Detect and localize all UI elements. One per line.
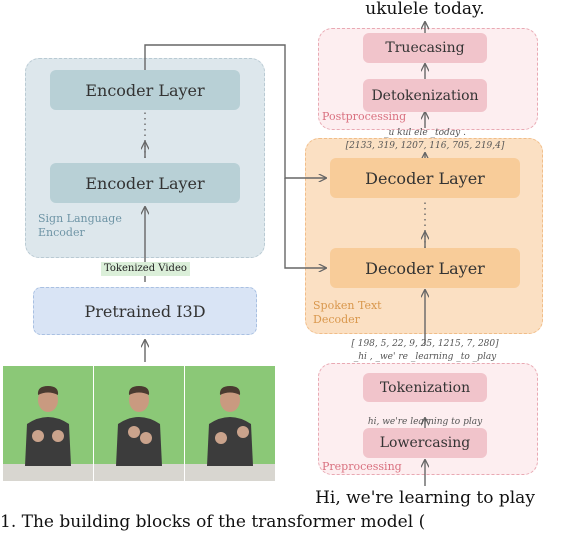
input-token-ids: [ 198, 5, 22, 9, 25, 1215, 7, 280] xyxy=(351,339,499,349)
decoder-layer-top: Decoder Layer xyxy=(330,158,520,198)
spoken-text-decoder-label: Spoken Text Decoder xyxy=(313,299,382,326)
output-subword-tokens: _u kul ele _today . xyxy=(383,128,466,138)
input-sentence: Hi, we're learning to play xyxy=(315,488,535,508)
truecasing-box: Truecasing xyxy=(363,33,487,63)
sign-video-frame-2 xyxy=(94,366,184,481)
tokenized-video-label: Tokenized Video xyxy=(101,262,190,276)
figure-caption: 1. The building blocks of the transforme… xyxy=(0,512,426,532)
postprocessing-label: Postprocessing xyxy=(322,110,407,123)
pretrained-i3d-box: Pretrained I3D xyxy=(33,287,257,335)
sign-language-encoder-label: Sign Language Encoder xyxy=(38,212,122,239)
output-token-ids: [2133, 319, 1207, 116, 705, 219,4] xyxy=(345,141,505,151)
lowercased-text: hi, we're learning to play xyxy=(367,417,483,427)
sign-video-frame-3 xyxy=(185,366,275,481)
encoder-to-decoder-bottom-arrow xyxy=(284,178,326,268)
output-sentence: ukulele today. xyxy=(365,0,485,19)
preprocessing-label: Preprocessing xyxy=(322,460,402,473)
encoder-layer-bottom: Encoder Layer xyxy=(50,163,240,203)
decoder-layer-bottom: Decoder Layer xyxy=(330,248,520,288)
tokenization-box: Tokenization xyxy=(363,373,487,402)
input-subword-tokens: _hi , _we' re _learning _to _play xyxy=(353,352,497,362)
detokenization-box: Detokenization xyxy=(363,79,487,112)
encoder-to-decoder-top-arrow xyxy=(144,44,326,178)
sign-video-frame-1 xyxy=(3,366,93,481)
encoder-layer-top: Encoder Layer xyxy=(50,70,240,110)
lowercasing-box: Lowercasing xyxy=(363,428,487,458)
